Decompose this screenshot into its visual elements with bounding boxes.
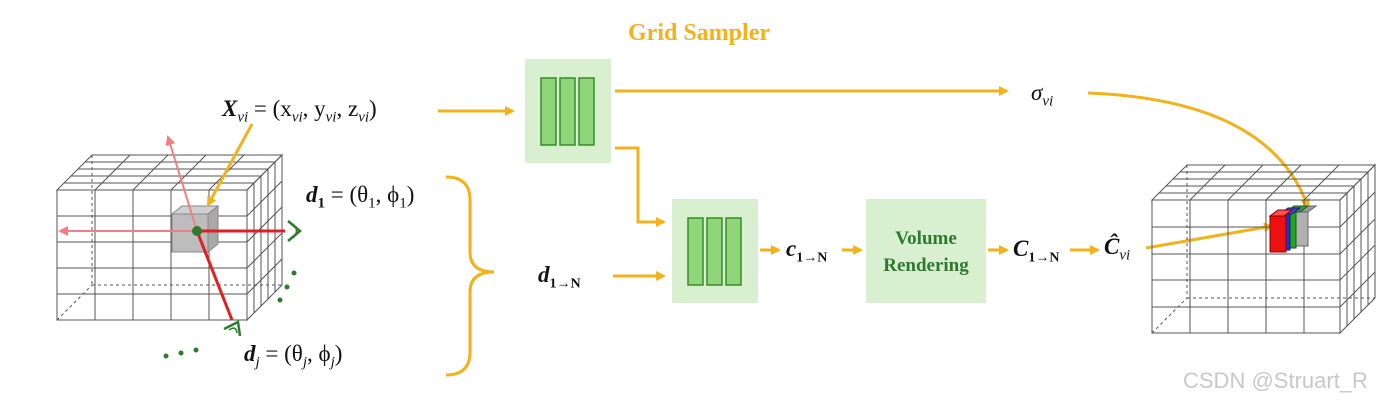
volume-rendering-box: Volume Rendering — [866, 199, 986, 303]
csdn-watermark: CSDN @Struart_R — [1183, 368, 1368, 393]
d1-sub: 1 — [317, 195, 326, 212]
d1-rhs: = (θ — [330, 182, 369, 207]
x-end: ) — [369, 96, 377, 121]
x-sub: vi — [291, 109, 303, 126]
volume-rendering-line2: Rendering — [883, 255, 969, 276]
grid-sampler-box — [525, 59, 611, 163]
connectors — [206, 86, 1311, 281]
camera-icon — [287, 220, 302, 242]
camera-icon — [223, 320, 242, 337]
d1-theta-sub: 1 — [368, 195, 376, 212]
ray-red-down — [195, 230, 234, 321]
x-vi-equation: Xvi = (xvi, yvi, zvi) — [222, 96, 377, 127]
view-rays — [58, 135, 285, 321]
C-hat-vi-label: Ĉvi — [1104, 234, 1131, 264]
z-sub: vi — [358, 109, 370, 126]
left-grid-cube — [55, 153, 284, 322]
ellipsis-dots — [163, 270, 297, 359]
sampled-voxel — [170, 204, 220, 254]
dj-rhs: = (θ — [265, 341, 303, 366]
dj-phi-sub: j — [330, 354, 335, 371]
C-1-to-n-label: C1→N — [1013, 236, 1060, 266]
dj-sub: j — [255, 354, 260, 371]
arrow-chat-to-voxel — [1145, 222, 1274, 250]
dj-end: ) — [334, 341, 343, 366]
colored-voxel — [1268, 205, 1318, 253]
right-brace — [445, 175, 495, 377]
d1-symbol: d — [306, 182, 318, 207]
d1-mid: , ϕ — [375, 182, 400, 207]
d1-end: ) — [406, 182, 415, 207]
volume-rendering-line1: Volume — [895, 228, 957, 249]
y-sub: vi — [325, 109, 337, 126]
x-mid1: , y — [302, 96, 326, 121]
dj-equation: dj = (θj, ϕj) — [244, 341, 342, 372]
x-vi-rhs: = (x — [253, 96, 292, 121]
grid-sampler-title: Grid Sampler — [628, 20, 770, 46]
d-1-to-n-label: d1→N — [538, 262, 581, 292]
arrow-sigma-to-voxel — [1087, 91, 1311, 209]
color-mlp-box — [672, 199, 758, 303]
sample-point — [192, 226, 202, 236]
ray-pink-up — [165, 135, 198, 232]
dj-mid: , ϕ — [307, 341, 331, 366]
c-1-to-n-label: c1→N — [786, 236, 828, 266]
sigma-vi-label: σvi — [1031, 80, 1054, 110]
right-grid-cube — [1150, 163, 1377, 335]
x-mid2: , z — [336, 96, 359, 121]
x-vi-symbol: X — [222, 96, 238, 121]
dj-theta-sub: j — [302, 354, 307, 371]
d1-equation: d1 = (θ1, ϕ1) — [306, 182, 414, 213]
dj-symbol: d — [244, 341, 256, 366]
arrow-sampler-to-mlp — [615, 146, 666, 227]
arrow-x-label-to-voxel — [206, 123, 254, 207]
d1-phi-sub: 1 — [399, 195, 407, 212]
x-vi-sub: vi — [237, 109, 249, 126]
